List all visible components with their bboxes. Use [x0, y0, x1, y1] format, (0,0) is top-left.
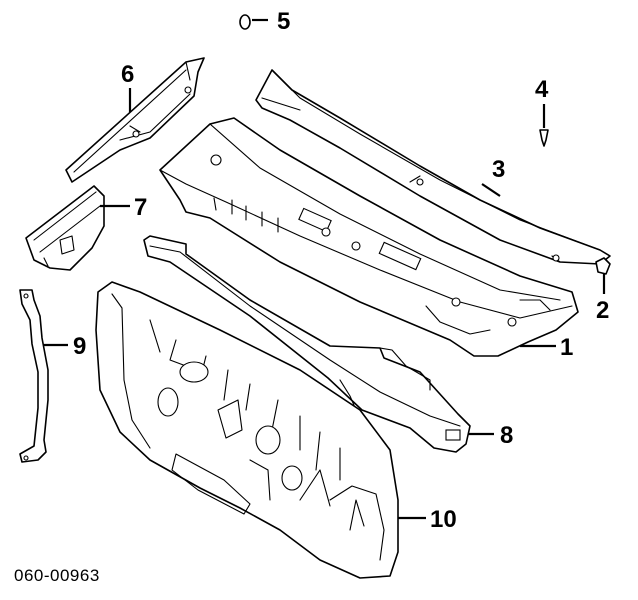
- callout-6: 6: [121, 61, 134, 88]
- part-4-screw: [539, 104, 549, 147]
- callout-9: 9: [73, 333, 86, 360]
- callout-3: 3: [492, 156, 505, 183]
- part-2-clip: [595, 257, 611, 294]
- callout-2: 2: [596, 297, 609, 324]
- callout-1: 1: [560, 334, 573, 361]
- part-1-cowl-panel: [159, 117, 579, 357]
- part-10-dash-panel: [95, 281, 426, 579]
- part-5-clip: [239, 14, 268, 30]
- part-7-bracket: [25, 185, 130, 271]
- callout-5: 5: [277, 8, 290, 35]
- callout-4: 4: [535, 76, 549, 103]
- part-9-rod: [19, 289, 68, 463]
- part-8-crossmember: [143, 235, 494, 453]
- part-6-bracket: [65, 57, 205, 183]
- callout-7: 7: [134, 194, 147, 221]
- callout-10: 10: [430, 506, 457, 533]
- diagram-code: 060-00963: [14, 566, 100, 585]
- part-3-trim: [255, 69, 611, 265]
- callout-8: 8: [500, 422, 513, 449]
